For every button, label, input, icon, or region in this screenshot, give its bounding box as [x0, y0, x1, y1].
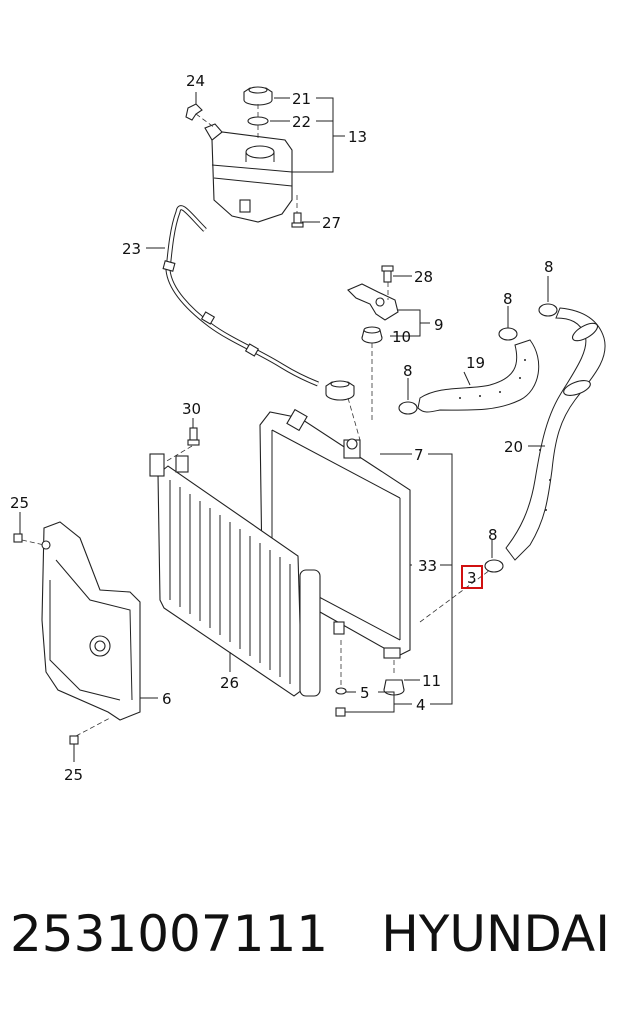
callout-4: 4: [416, 696, 426, 714]
exploded-parts-diagram: 24 21 22 13 27 23 28 8 8 9 10 19 8 30 20…: [10, 72, 606, 784]
condenser-fins: [169, 480, 291, 684]
brand-name: HYUNDAI: [381, 905, 610, 963]
callout-8-a: 8: [544, 258, 554, 276]
callout-20: 20: [504, 438, 523, 456]
callout-23: 23: [122, 240, 141, 258]
leader-lines: [19, 92, 549, 762]
callout-8-d: 8: [488, 526, 498, 544]
drain-plug-5: [335, 687, 347, 695]
reservoir-bolt-27: [291, 195, 304, 228]
callout-33: 33: [418, 557, 437, 575]
callout-8-c: 8: [403, 362, 413, 380]
clamp-8-b: [498, 327, 518, 341]
rubber-mount-10: [361, 326, 383, 344]
callout-3: 3: [467, 569, 477, 587]
callout-6: 6: [162, 690, 172, 708]
callout-21: 21: [292, 90, 311, 108]
overflow-hose: [162, 205, 319, 387]
clamp-8-d: [484, 559, 504, 573]
callout-28: 28: [414, 268, 433, 286]
reservoir-seal-ring: [247, 116, 269, 126]
callout-7: 7: [414, 446, 424, 464]
callout-25-bottom: 25: [64, 766, 83, 784]
callout-10: 10: [392, 328, 411, 346]
clamp-8-a: [538, 303, 558, 317]
bolt-25-bottom: [69, 735, 79, 745]
callout-26: 26: [220, 674, 239, 692]
hose-fitting-24: [185, 103, 203, 121]
callout-22: 22: [292, 113, 311, 131]
callout-24: 24: [186, 72, 205, 90]
callout-5: 5: [360, 684, 370, 702]
bolt-28: [381, 265, 394, 283]
reservoir-cap: [243, 86, 273, 106]
upper-hose: [417, 339, 540, 413]
clamp-8-c: [398, 401, 418, 415]
lower-cover: [41, 521, 141, 721]
callout-30: 30: [182, 400, 201, 418]
radiator-cap: [325, 380, 355, 401]
callout-25-top: 25: [10, 494, 29, 512]
callout-13: 13: [348, 128, 367, 146]
condenser: [149, 453, 321, 697]
reservoir-tank: [204, 123, 293, 223]
highlight-box-part-3: [461, 565, 483, 589]
bracket-9: [347, 283, 399, 321]
lower-hose: [505, 307, 606, 561]
part-number: 2531007111: [10, 905, 329, 963]
clip-bottom: [335, 707, 346, 717]
callout-9: 9: [434, 316, 444, 334]
callout-11: 11: [422, 672, 441, 690]
bolt-25-top: [13, 533, 23, 543]
callout-8-b: 8: [503, 290, 513, 308]
callout-19: 19: [466, 354, 485, 372]
bolt-30: [187, 427, 200, 446]
callout-27: 27: [322, 214, 341, 232]
